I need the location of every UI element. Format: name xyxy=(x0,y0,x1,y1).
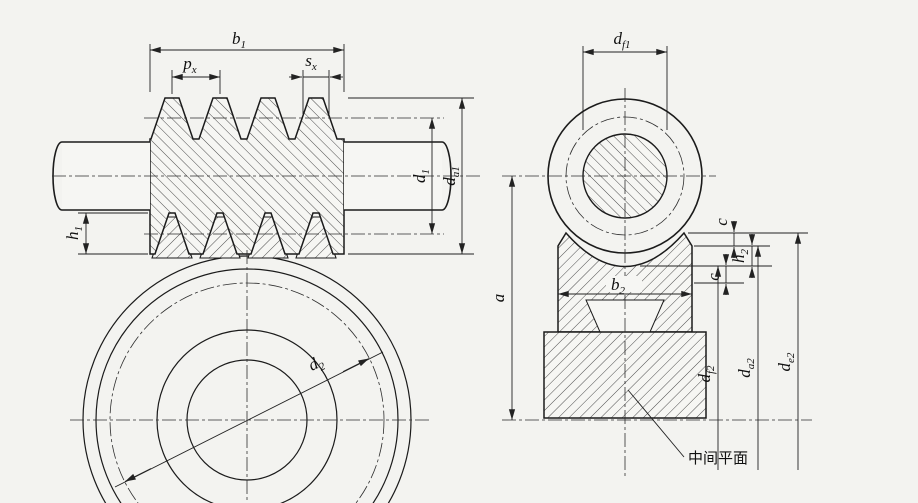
dim-b1: b1 xyxy=(149,29,345,92)
dim-label-a: a xyxy=(489,294,508,303)
dim-df1: df1 xyxy=(582,29,668,130)
dim-a: a xyxy=(489,176,516,420)
dim-label-px: px xyxy=(182,54,197,76)
dim-de2: de2 xyxy=(775,233,802,470)
rim-extension-lines xyxy=(640,232,808,284)
dim-sx: sx xyxy=(289,51,343,114)
dim-label-df2: df2 xyxy=(695,365,717,383)
dim-label-h1: h1 xyxy=(63,226,85,240)
dim-label-da2: da2 xyxy=(735,358,757,378)
dim-label-d1: d1 xyxy=(410,169,432,183)
dim-label-c-lower: c xyxy=(704,273,723,281)
dim-label-de2: de2 xyxy=(775,352,797,371)
dim-label-sx: sx xyxy=(305,51,317,73)
dim-c-lower: c xyxy=(704,254,730,295)
dim-label-c-upper: c xyxy=(712,218,731,226)
left-centerlines xyxy=(52,117,480,502)
dim-h2: h2 xyxy=(729,234,756,278)
dim-d2: d2 xyxy=(114,351,384,488)
dim-h1: h1 xyxy=(63,212,148,255)
dim-label-df1: df1 xyxy=(613,29,630,51)
dim-label-da1: da1 xyxy=(440,166,462,186)
dim-label-b2: b2 xyxy=(611,275,626,297)
dim-c-upper: c xyxy=(712,218,738,258)
dim-da1: da1 xyxy=(348,97,474,255)
dim-b2: b2 xyxy=(558,275,692,298)
mid-plane-callout: 中间平面 xyxy=(627,389,748,467)
dim-px: px xyxy=(171,54,221,94)
right-view: df1 a b2 c xyxy=(489,29,812,478)
mid-plane-label: 中间平面 xyxy=(688,449,748,467)
left-view: b1 px sx d1 da1 xyxy=(52,29,480,503)
dim-label-b1: b1 xyxy=(232,29,246,51)
dim-da2: da2 xyxy=(735,245,762,470)
dim-d1: d1 xyxy=(410,118,436,234)
dim-df2: df2 xyxy=(695,266,722,470)
dim-label-h2: h2 xyxy=(729,249,751,264)
